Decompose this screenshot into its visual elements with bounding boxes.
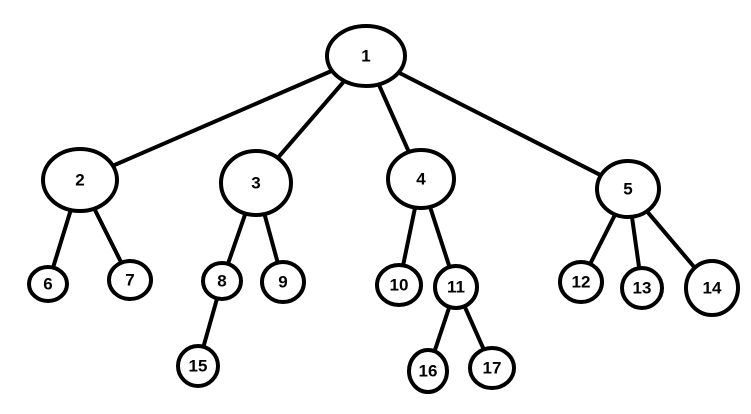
edge-1-2 [110,68,335,168]
node-12: 12 [558,260,604,304]
edge-11-16 [432,304,452,354]
edge-4-11 [428,204,452,270]
node-circle [27,265,69,303]
node-17: 17 [468,346,516,390]
node-1: 1 [325,24,407,88]
edge-5-13 [629,214,642,271]
edges-layer [51,68,697,354]
node-circle [433,264,479,310]
node-label: 11 [447,277,465,296]
edge-5-14 [644,209,697,270]
node-label: 5 [623,179,632,198]
edge-1-4 [376,82,411,155]
node-circle [325,24,407,88]
node-label: 2 [75,170,84,189]
node-circle [595,159,661,219]
node-16: 16 [407,348,449,394]
node-circle [41,147,119,213]
node-15: 15 [176,344,220,388]
node-circle [468,346,516,390]
node-circle [558,260,604,304]
node-label: 10 [390,275,409,294]
edge-8-15 [201,296,220,349]
edge-3-8 [225,211,248,266]
node-circle [107,259,153,301]
node-label: 9 [278,272,287,291]
edge-2-6 [51,208,73,270]
node-circle [375,263,423,307]
edge-1-3 [275,78,347,160]
node-5: 5 [595,159,661,219]
node-9: 9 [260,260,306,304]
node-13: 13 [620,266,664,310]
node-circle [260,260,306,304]
node-6: 6 [27,265,69,303]
node-7: 7 [107,259,153,301]
edge-11-17 [462,304,486,352]
node-label: 13 [633,278,652,297]
node-circle [219,149,293,217]
node-label: 14 [703,278,722,297]
node-circle [201,261,243,301]
node-10: 10 [375,263,423,307]
node-circle [386,148,456,210]
node-label: 1 [361,46,370,65]
node-circle [176,344,220,388]
edge-4-10 [401,205,418,268]
node-label: 12 [572,272,591,291]
node-circle [620,266,664,310]
node-label: 3 [251,173,260,192]
edge-1-5 [396,70,603,178]
node-4: 4 [386,148,456,210]
node-label: 7 [125,270,134,289]
node-label: 16 [419,361,438,380]
node-14: 14 [684,259,740,317]
node-label: 15 [189,356,208,375]
node-11: 11 [433,264,479,310]
node-label: 8 [217,271,226,290]
node-circle [407,348,449,394]
node-2: 2 [41,147,119,213]
node-label: 4 [416,169,426,188]
edge-3-9 [262,212,280,265]
node-3: 3 [219,149,293,217]
node-label: 17 [483,358,502,377]
node-circle [684,259,740,317]
node-8: 8 [201,261,243,301]
edge-5-12 [588,212,618,266]
node-label: 6 [43,274,52,293]
edge-2-7 [92,206,124,265]
